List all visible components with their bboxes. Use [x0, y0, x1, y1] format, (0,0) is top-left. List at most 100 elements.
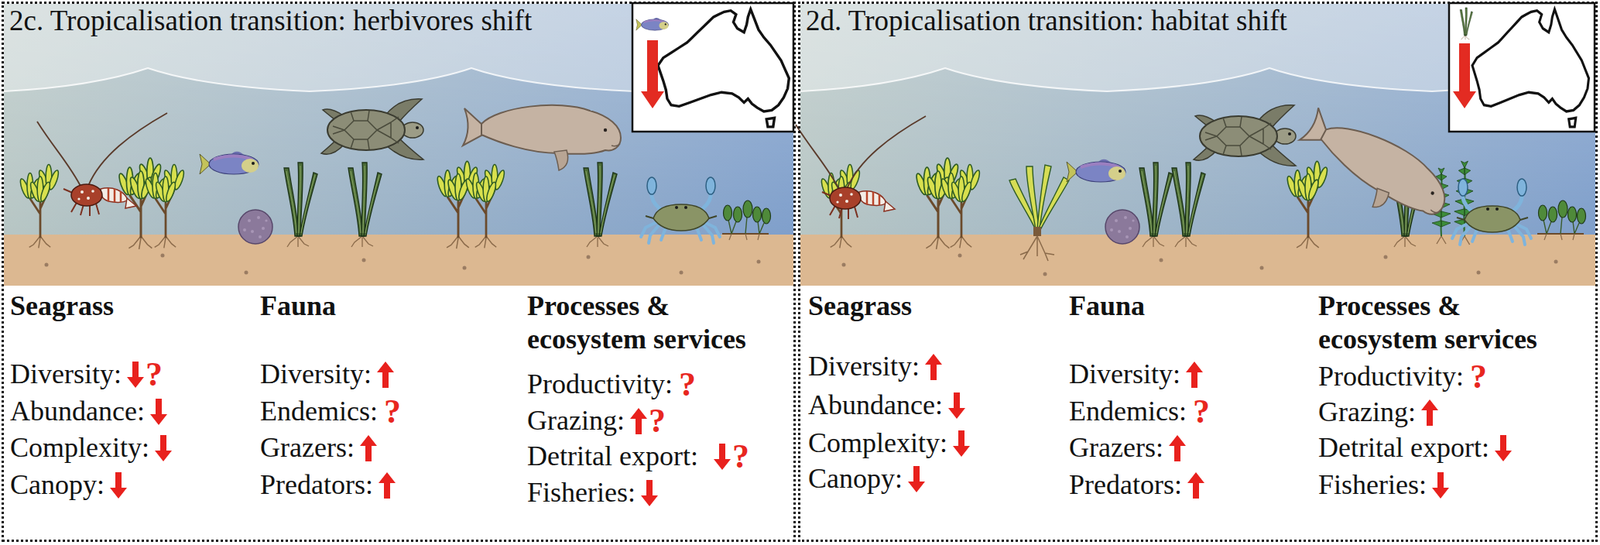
indicator-row: Endemics:?	[260, 394, 401, 429]
seagrass-plant	[18, 164, 61, 249]
blue-swimmer-crab	[640, 177, 720, 244]
column-heading: Seagrass	[10, 289, 114, 323]
decrease-arrow	[154, 435, 172, 462]
water-shade	[3, 3, 794, 237]
indicator-row: Fauna	[1068, 289, 1145, 323]
arrow-shape	[630, 407, 648, 435]
seagrass-plant	[1285, 161, 1330, 249]
uncertainty-mark: ?	[1469, 359, 1487, 395]
increase-arrow	[359, 435, 377, 462]
decrease-arrow	[907, 465, 926, 493]
indicator-label: Abundance:	[808, 388, 943, 422]
indicator-row: Diversity:	[808, 349, 943, 384]
arrow-shape	[150, 398, 168, 425]
indicator-label: Endemics:	[1068, 394, 1187, 429]
decrease-arrow	[948, 392, 966, 419]
seagrass-plant	[583, 162, 617, 247]
arrow-shape	[952, 430, 970, 457]
seagrass-plant	[1139, 162, 1173, 247]
indicator-row: Endemics:?	[1068, 394, 1210, 429]
dugong	[1288, 104, 1459, 237]
increase-arrow	[925, 353, 943, 381]
increase-arrow	[376, 361, 395, 388]
arrow-shape	[1168, 435, 1186, 462]
lobster	[37, 113, 168, 216]
sand	[3, 234, 794, 286]
indicator-row: Productivity:?	[1318, 359, 1487, 395]
increase-arrow	[378, 472, 396, 499]
column-heading: Fauna	[1068, 289, 1145, 323]
indicator-row: Seagrass	[808, 289, 912, 323]
decrease-arrow	[1494, 435, 1512, 462]
seagrass-plant	[914, 157, 961, 250]
lobster	[795, 116, 926, 220]
arrow-shape	[640, 479, 658, 507]
increase-arrow	[1168, 435, 1186, 462]
sand-dots	[44, 253, 1559, 277]
indicator-row: Productivity:?	[527, 367, 696, 402]
indicator-label: Diversity:	[10, 357, 122, 391]
herbivorous-fish	[199, 151, 259, 175]
seagrass-plant	[348, 162, 382, 247]
arrow-shape	[925, 353, 943, 381]
increase-arrow	[1185, 361, 1203, 388]
fish-icon	[636, 17, 669, 31]
seagrass-icon	[1459, 7, 1473, 40]
shift-arrow	[1452, 43, 1477, 109]
indicator-row: Grazing:?	[527, 404, 666, 439]
arrow-shape	[359, 435, 377, 462]
panel-title: 2d. Tropicalisation transition: habitat …	[805, 3, 1288, 38]
seagrass-plant	[143, 164, 186, 249]
indicator-label: Diversity:	[808, 349, 920, 384]
panel: 2d. Tropicalisation transition: habitat …	[798, 1, 1598, 542]
sea-urchin	[1105, 209, 1140, 244]
uncertainty-mark: ?	[145, 357, 163, 392]
indicator-label: Diversity:	[1068, 357, 1181, 391]
uncertainty-mark: ?	[383, 394, 401, 429]
blue-swimmer-crab	[1452, 178, 1532, 245]
indicator-label: Abundance:	[10, 394, 145, 429]
arrow-shape	[948, 392, 966, 419]
arrow-shape	[154, 435, 172, 462]
arrow-shape	[126, 361, 144, 388]
uncertainty-mark: ?	[678, 367, 696, 402]
arrow-shape	[1187, 472, 1205, 499]
indicator-label: Grazing:	[527, 404, 625, 438]
halophila-plant	[722, 200, 771, 240]
column-heading: Processes & ecosystem services	[527, 289, 775, 357]
indicator-label: Productivity:	[1318, 359, 1464, 394]
column-heading: Processes & ecosystem services	[1318, 289, 1566, 357]
indicator-row: Predators:	[1068, 468, 1205, 502]
indicator-label: Grazing:	[1318, 395, 1416, 429]
indicator-row: Grazers:	[1068, 431, 1186, 465]
indicator-label: Complexity:	[808, 426, 948, 460]
indicator-row: Fisheries:	[1318, 468, 1450, 502]
arrow-shape	[378, 472, 396, 499]
inset-map-frame	[632, 3, 794, 132]
indicator-row: Grazing:	[1318, 395, 1439, 429]
decrease-arrow	[713, 443, 731, 470]
indicator-row: Diversity:?	[10, 357, 163, 392]
indicator-label: Predators:	[260, 468, 374, 502]
indicator-row: Processes & ecosystem services	[1318, 289, 1566, 357]
indicator-label: Canopy:	[808, 462, 903, 496]
seagrass-plant	[284, 162, 318, 247]
shift-arrow	[640, 40, 665, 109]
panel: 2c. Tropicalisation transition: herbivor…	[1, 1, 796, 542]
australia-outline	[1472, 9, 1589, 127]
arrow-shape	[907, 465, 926, 493]
increase-arrow	[630, 407, 648, 435]
panel-title: 2c. Tropicalisation transition: herbivor…	[9, 3, 532, 38]
decrease-arrow	[126, 361, 144, 388]
indicator-label: Grazers:	[260, 431, 355, 465]
indicator-row: Diversity:	[260, 357, 395, 391]
indicator-row: Complexity:	[808, 426, 970, 460]
arrow-shape	[713, 443, 731, 470]
indicator-label: Grazers:	[1068, 431, 1164, 465]
indicator-row: Canopy:	[808, 462, 926, 496]
indicator-row: Diversity:	[1068, 357, 1203, 391]
indicator-row: Grazers:	[260, 431, 377, 465]
seagrass-plant	[117, 157, 164, 250]
indicator-label: Predators:	[1068, 468, 1183, 502]
seagrass-plant	[939, 164, 982, 249]
